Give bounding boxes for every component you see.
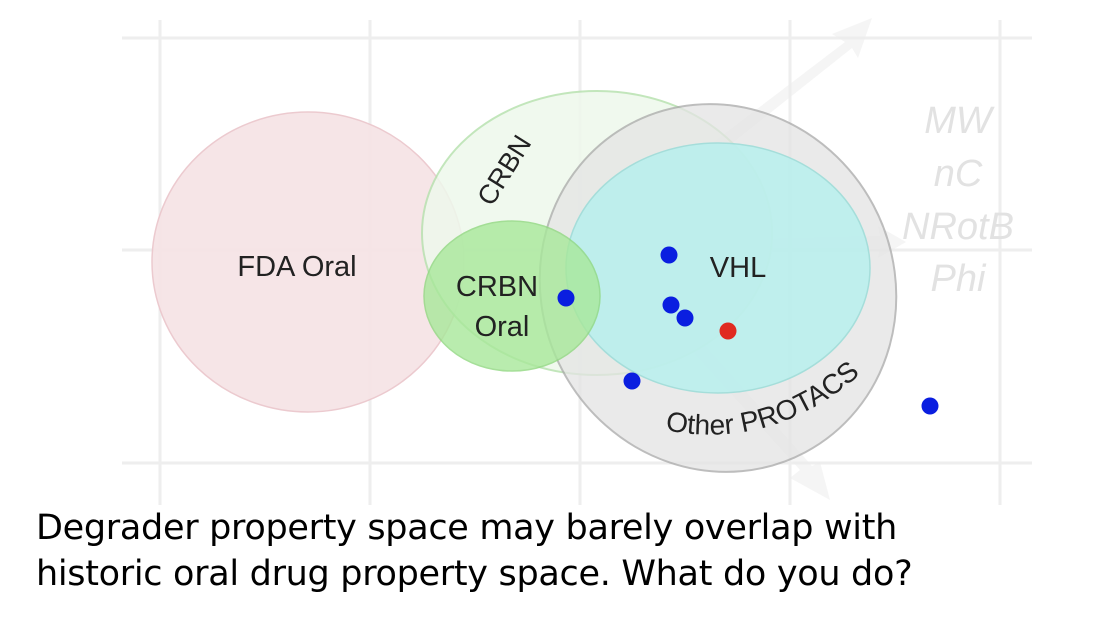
data-point [921,397,939,415]
vhl-label: VHL [710,252,766,284]
fda-oral-label: FDA Oral [237,251,356,283]
caption-line-1: Degrader property space may barely overl… [36,508,898,548]
data-points [557,246,939,415]
property-phi: Phi [931,258,987,300]
crbn-oral-label-line1: CRBN [456,271,538,303]
data-point [676,309,694,327]
data-point [557,289,575,307]
property-mw: MW [924,100,995,142]
crbn-oral-region [423,220,601,372]
data-point [660,246,678,264]
data-point-red [719,322,737,340]
property-nrotb: NRotB [902,206,1014,248]
caption-line-2: historic oral drug property space. What … [36,554,913,594]
data-point [662,296,680,314]
property-space-diagram: FDA Oral CRBN CRBN Oral VHL Other PROTAC… [122,18,1032,505]
caption: Degrader property space may barely overl… [36,505,1096,597]
property-labels: MW nC NRotB Phi [902,100,1014,300]
property-nc: nC [934,153,983,195]
data-point [623,372,641,390]
crbn-oral-label-line2: Oral [475,311,530,343]
